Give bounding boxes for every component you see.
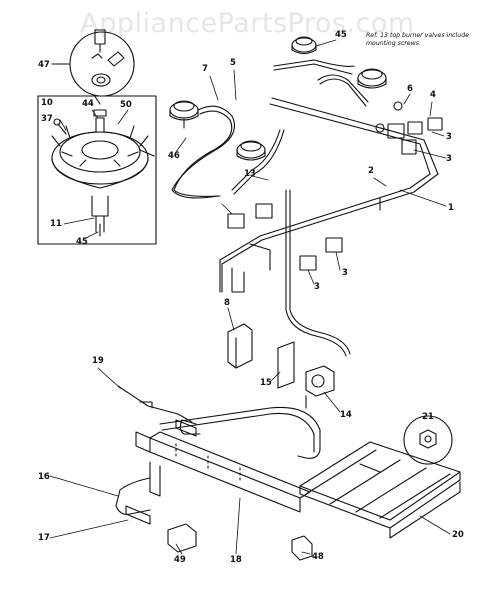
callout-46: 46	[168, 151, 180, 161]
burner-head-center	[236, 140, 266, 161]
callout-49: 49	[174, 555, 186, 565]
callout-2: 2	[368, 166, 374, 176]
callout-1: 1	[448, 203, 454, 213]
callout-48: 48	[312, 552, 324, 562]
burner-assembly-inset	[37, 95, 157, 245]
callout-50: 50	[120, 100, 132, 110]
gas-tubing	[171, 59, 369, 357]
callout-16: 16	[38, 472, 50, 482]
flame-spreader	[299, 441, 461, 539]
hex-nut-inset	[403, 415, 453, 465]
callout-4: 4	[430, 90, 436, 100]
callout-14: 14	[340, 410, 352, 420]
oven-igniter	[167, 523, 197, 553]
callout-19: 19	[92, 356, 104, 366]
callout-5: 5	[230, 58, 236, 68]
igniter-wire	[117, 385, 197, 437]
burner-head-right-front	[357, 68, 387, 89]
oven-gas-tube	[115, 477, 151, 525]
diagram-note: Ref. 13 top burner valves include mounti…	[366, 32, 469, 47]
callout-8: 8	[224, 298, 230, 308]
callout-3-center: 3	[342, 268, 348, 278]
burner-head-right-rear	[291, 36, 317, 55]
callout-47: 47	[38, 60, 50, 70]
ignition-module	[227, 323, 253, 369]
bake-burner	[135, 406, 321, 513]
burner-valves	[227, 101, 443, 271]
callout-17: 17	[38, 533, 50, 543]
callout-7: 7	[202, 64, 208, 74]
burner-head-left-rear	[169, 100, 199, 129]
regulator-bracket	[277, 341, 295, 389]
callout-leaders	[49, 39, 451, 555]
callout-45-top: 45	[335, 30, 347, 40]
callout-15: 15	[260, 378, 272, 388]
callout-11: 11	[50, 219, 62, 229]
callout-21: 21	[422, 412, 434, 422]
callout-20: 20	[452, 530, 464, 540]
watermark: AppliancePartsPros.com	[80, 8, 415, 39]
orifice-holder-inset	[51, 29, 135, 105]
callout-13: 13	[244, 169, 256, 179]
callout-10: 10	[41, 98, 53, 108]
bracket-clip	[291, 535, 313, 561]
callout-6: 6	[407, 84, 413, 94]
callout-3-lower: 3	[314, 282, 320, 292]
manifold-pipe	[219, 97, 439, 293]
callout-45-inset: 45	[76, 237, 88, 247]
callout-3-right-lower: 3	[446, 154, 452, 164]
callout-3-right-upper: 3	[446, 132, 452, 142]
callout-18: 18	[230, 555, 242, 565]
pressure-regulator	[305, 365, 335, 409]
callout-44: 44	[82, 99, 94, 109]
callout-37: 37	[41, 114, 53, 124]
